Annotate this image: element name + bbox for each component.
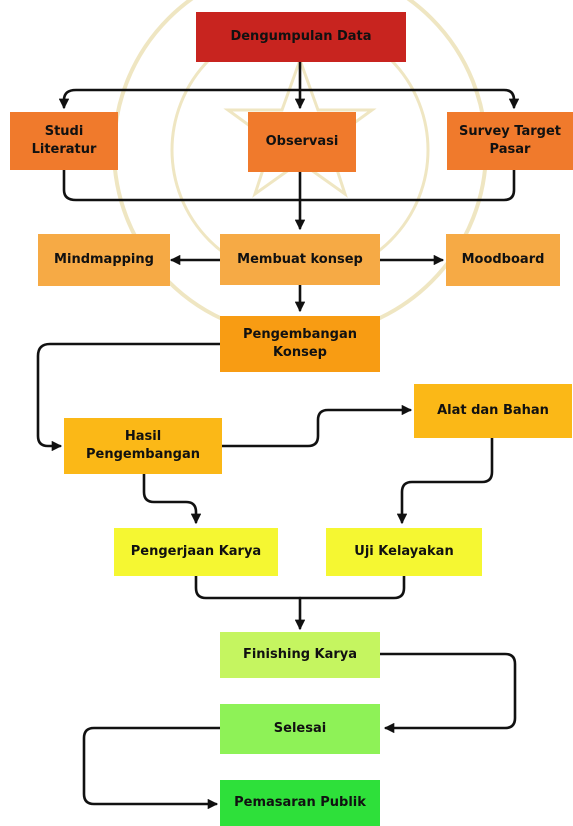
arrow-to-uji — [396, 436, 494, 525]
arrow-to-selesai — [378, 652, 517, 734]
node-observasi: Observasi — [248, 112, 356, 172]
node-finishing-karya: Finishing Karya — [220, 632, 380, 678]
node-studi-literatur: Studi Literatur — [10, 112, 118, 170]
node-pengembangan-konsep: Pengembangan Konsep — [220, 316, 380, 372]
arrow-to-survey — [298, 88, 520, 110]
node-pemasaran-publik: Pemasaran Publik — [220, 780, 380, 826]
node-membuat-konsep: Membuat konsep — [220, 234, 380, 285]
arrow-to-pengerjaan — [142, 472, 202, 525]
node-mindmapping: Mindmapping — [38, 234, 170, 286]
arrow-to-studi — [58, 88, 302, 110]
node-hasil-pengembangan: Hasil Pengembangan — [64, 418, 222, 474]
node-alat-dan-bahan: Alat dan Bahan — [414, 384, 572, 438]
merge-line-tasks — [194, 574, 406, 600]
arrow-to-pemasaran — [82, 726, 222, 810]
node-pengerjaan-karya: Pengerjaan Karya — [114, 528, 278, 576]
node-moodboard: Moodboard — [446, 234, 560, 286]
node-selesai: Selesai — [220, 704, 380, 754]
node-dengumpulan-data: Dengumpulan Data — [196, 12, 406, 62]
arrow-to-alat — [220, 404, 413, 448]
merge-line-sources — [62, 168, 516, 202]
arrow-to-hasil — [36, 342, 222, 452]
node-uji-kelayakan: Uji Kelayakan — [326, 528, 482, 576]
node-survey-target-pasar: Survey Target Pasar — [447, 112, 573, 170]
